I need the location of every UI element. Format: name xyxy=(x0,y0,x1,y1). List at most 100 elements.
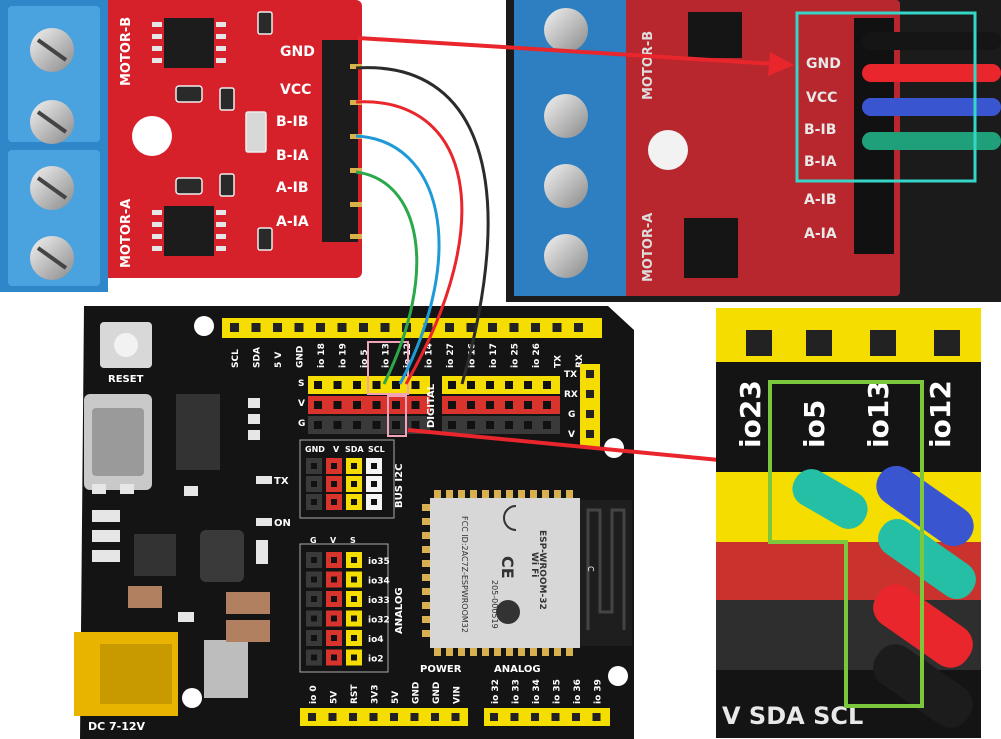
header-pin-label: io 19 xyxy=(339,343,349,368)
digital-label: DIGITAL xyxy=(426,383,437,428)
pin-hole xyxy=(351,557,357,563)
pin-hole xyxy=(311,481,317,487)
castellation-pad xyxy=(422,602,430,609)
castellation-pad xyxy=(506,648,513,656)
motor-a-label: MOTOR-A xyxy=(119,199,134,268)
bottom-header-sockets xyxy=(308,713,601,721)
board-hole xyxy=(194,316,214,336)
i2c-header-sda: SDA xyxy=(345,445,364,454)
castellation-pad xyxy=(482,648,489,656)
motor-b-label: MOTOR-B xyxy=(119,17,134,86)
castellation-pad xyxy=(422,546,430,553)
pin-hole xyxy=(311,635,317,641)
header-socket xyxy=(316,323,325,332)
digital-svg-rows xyxy=(308,376,560,434)
serial-header xyxy=(580,364,600,448)
power-header xyxy=(300,708,468,726)
header-pin-label: RX xyxy=(575,354,585,368)
module-fcc: FCC ID:2AC7Z-ESPWROOM32 xyxy=(460,516,469,633)
serial-label-tx: TX xyxy=(564,370,577,380)
analog-pin-label: io34 xyxy=(368,577,390,587)
power-pin-label: 3V3 xyxy=(371,685,381,705)
castellation-pad xyxy=(530,648,537,656)
castellation-pad xyxy=(446,490,453,498)
header-pin xyxy=(486,381,494,389)
castellation-pad xyxy=(422,588,430,595)
arrow-gnd xyxy=(357,36,777,66)
pin-hole xyxy=(311,576,317,583)
analog-pin-label: io32 xyxy=(368,616,390,626)
header-pin xyxy=(411,381,420,389)
pin-hole xyxy=(331,499,337,505)
photo-pin-vcc: VCC xyxy=(806,90,837,106)
header-pin-label: io 5 xyxy=(360,349,370,368)
reset-label: RESET xyxy=(108,374,144,385)
header-pin-label: io 27 xyxy=(446,343,456,368)
header-pin-label: 5 V xyxy=(274,352,284,368)
header-pin xyxy=(411,401,420,409)
pin-hole xyxy=(311,557,317,563)
serial-label-v: V xyxy=(568,430,575,440)
castellation-pad xyxy=(566,490,573,498)
castellation-pad xyxy=(434,648,441,656)
ce-icon: CE xyxy=(498,556,517,579)
castellation-pad xyxy=(482,490,489,498)
header-socket xyxy=(423,323,433,332)
header-pin xyxy=(543,421,551,429)
castellation-pad xyxy=(506,490,513,498)
header-pin xyxy=(333,401,342,409)
header-socket xyxy=(572,713,580,721)
tx-led-label: TX xyxy=(274,476,289,487)
pin-label-a-ib: A-IB xyxy=(276,180,309,196)
analog-pin-label: io2 xyxy=(368,655,384,665)
analog-bottom-pin-label: io 33 xyxy=(512,679,522,704)
usb-serial-chip xyxy=(176,394,220,470)
header-pin xyxy=(411,421,420,429)
castellation-pad xyxy=(470,648,477,656)
analog-block-title: ANALOG xyxy=(394,587,405,634)
screw-icon xyxy=(30,166,74,210)
pin-hole xyxy=(351,499,357,505)
header-socket xyxy=(431,713,439,721)
power-pin-label: GND xyxy=(412,682,422,704)
header-socket xyxy=(410,713,419,721)
i2c-header-scl: SCL xyxy=(368,445,385,454)
zoom-wire-teal xyxy=(878,518,976,600)
pin-hole xyxy=(331,635,337,641)
castellation-pad xyxy=(494,648,501,656)
header-pin xyxy=(353,421,361,429)
header-pin xyxy=(333,421,342,429)
row-label-s: S xyxy=(298,379,304,389)
header-pin-label: io 17 xyxy=(489,343,499,368)
header-pin xyxy=(524,381,532,389)
pin-hole xyxy=(351,576,357,583)
power-pin-label: io 0 xyxy=(309,685,319,704)
highlight-box-cyan xyxy=(795,11,977,183)
castellation-pad xyxy=(458,490,465,498)
pin-hole xyxy=(311,596,317,602)
castellation-pad xyxy=(566,648,573,656)
header-pin xyxy=(524,401,532,409)
inductor xyxy=(200,530,244,582)
photo-pin-gnd: GND xyxy=(806,56,841,72)
header-pin xyxy=(467,381,475,389)
analog-bottom-pin-label: io 35 xyxy=(553,679,563,704)
power-title: POWER xyxy=(420,664,462,675)
on-led-label: ON xyxy=(274,518,291,529)
zoom-label-io5: io5 xyxy=(798,400,831,448)
on-led xyxy=(256,518,272,526)
reset-button-cap xyxy=(114,333,138,357)
photo-wire-blue xyxy=(862,98,1001,116)
power-pin-label: 5V xyxy=(330,691,340,704)
photo-pcb xyxy=(610,0,900,296)
header-pin xyxy=(314,401,322,409)
castellation-pad xyxy=(434,490,441,498)
pin-hole xyxy=(331,463,337,469)
header-pin-label: io 13 xyxy=(382,343,392,368)
arrow-zoom xyxy=(407,428,741,464)
pin-hole xyxy=(351,654,357,661)
power-pin-label: GND xyxy=(432,682,442,704)
analog-header-v: V xyxy=(330,536,337,545)
header-socket xyxy=(349,713,357,721)
header-socket xyxy=(328,713,337,721)
